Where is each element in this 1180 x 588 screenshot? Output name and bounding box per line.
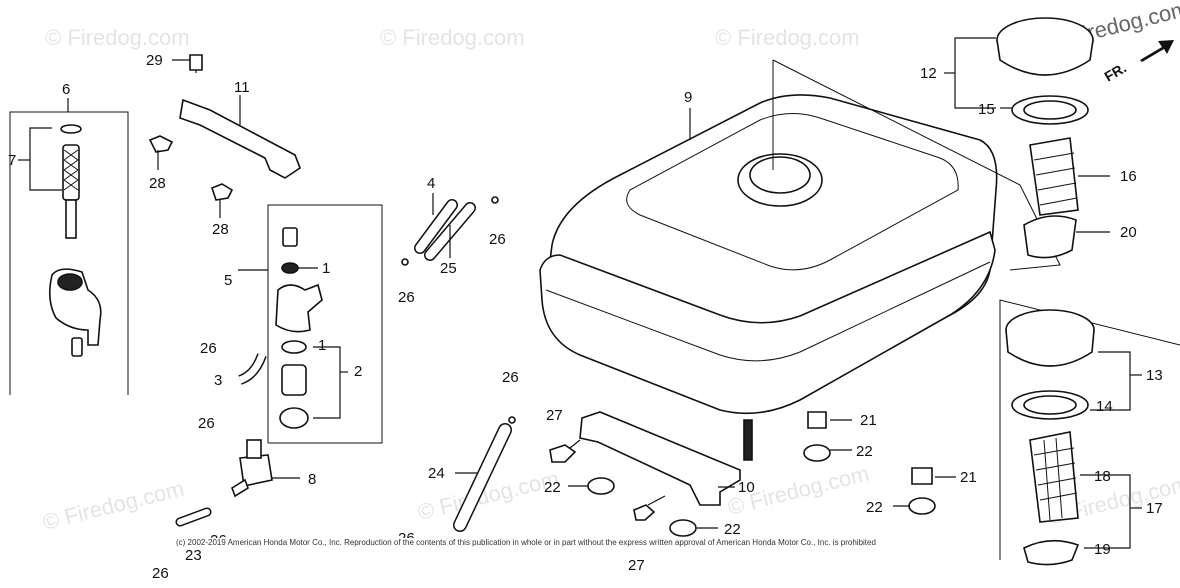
callout-25: 25 bbox=[440, 260, 457, 277]
callout-16: 16 bbox=[1120, 168, 1137, 185]
callout-27: 27 bbox=[628, 557, 645, 574]
callout-1: 1 bbox=[318, 337, 326, 354]
copyright-notice: (c) 2002-2019 American Honda Motor Co., … bbox=[176, 538, 876, 547]
fuel-valve-group bbox=[238, 204, 383, 444]
callout-26: 26 bbox=[198, 415, 215, 432]
callout-17: 17 bbox=[1146, 500, 1163, 517]
callout-26: 26 bbox=[398, 289, 415, 306]
callout-2: 2 bbox=[354, 363, 362, 380]
callout-6: 6 bbox=[62, 81, 70, 98]
callout-20: 20 bbox=[1120, 224, 1137, 241]
watermark: © Firedog.com bbox=[45, 25, 190, 50]
fuel-tank bbox=[539, 59, 1061, 461]
callout-12: 12 bbox=[920, 65, 937, 82]
hose-set bbox=[401, 193, 499, 266]
callout-4: 4 bbox=[427, 175, 435, 192]
callout-21: 21 bbox=[960, 469, 977, 486]
callout-27: 27 bbox=[546, 407, 563, 424]
callout-26: 26 bbox=[489, 231, 506, 248]
tank-bolts bbox=[549, 439, 666, 521]
callout-8: 8 bbox=[308, 471, 316, 488]
callout-11: 11 bbox=[234, 79, 250, 96]
callout-28: 28 bbox=[212, 221, 229, 238]
callout-21: 21 bbox=[860, 412, 877, 429]
watermark: © Firedog.com bbox=[380, 25, 525, 50]
callout-5: 5 bbox=[224, 272, 232, 289]
callout-26: 26 bbox=[200, 340, 217, 357]
callout-7: 7 bbox=[8, 152, 16, 169]
fuel-cap-lower bbox=[999, 299, 1180, 566]
callout-26: 26 bbox=[152, 565, 169, 582]
callout-9: 9 bbox=[684, 89, 692, 106]
bracket-group bbox=[148, 54, 301, 218]
watermark: © Firedog.com bbox=[40, 476, 186, 535]
fuel-cap-upper bbox=[944, 17, 1110, 259]
callout-15: 15 bbox=[978, 101, 995, 118]
callout-26: 26 bbox=[502, 369, 519, 386]
callout-18: 18 bbox=[1094, 468, 1111, 485]
watermark: © Firedog.com bbox=[715, 25, 860, 50]
callout-23: 23 bbox=[185, 547, 202, 564]
front-direction-arrow: FR. bbox=[1102, 40, 1174, 85]
tank-bracket bbox=[579, 411, 741, 506]
callout-10: 10 bbox=[738, 479, 755, 496]
callout-22: 22 bbox=[866, 499, 883, 516]
fr-label: FR. bbox=[1102, 59, 1130, 84]
arrow-icon bbox=[1140, 40, 1174, 62]
callout-13: 13 bbox=[1146, 367, 1163, 384]
fuel-filter bbox=[231, 439, 300, 498]
fuel-hose bbox=[453, 416, 516, 532]
callout-29: 29 bbox=[146, 52, 163, 69]
callout-22: 22 bbox=[856, 443, 873, 460]
mount-rubbers bbox=[568, 411, 956, 537]
callout-3: 3 bbox=[214, 372, 222, 389]
callout-1: 1 bbox=[322, 260, 330, 277]
callout-22: 22 bbox=[724, 521, 741, 538]
callout-28: 28 bbox=[149, 175, 166, 192]
callout-22: 22 bbox=[544, 479, 561, 496]
callout-14: 14 bbox=[1096, 398, 1113, 415]
callout-19: 19 bbox=[1094, 541, 1111, 558]
callout-24: 24 bbox=[428, 465, 445, 482]
fuel-cock-group bbox=[9, 98, 129, 395]
